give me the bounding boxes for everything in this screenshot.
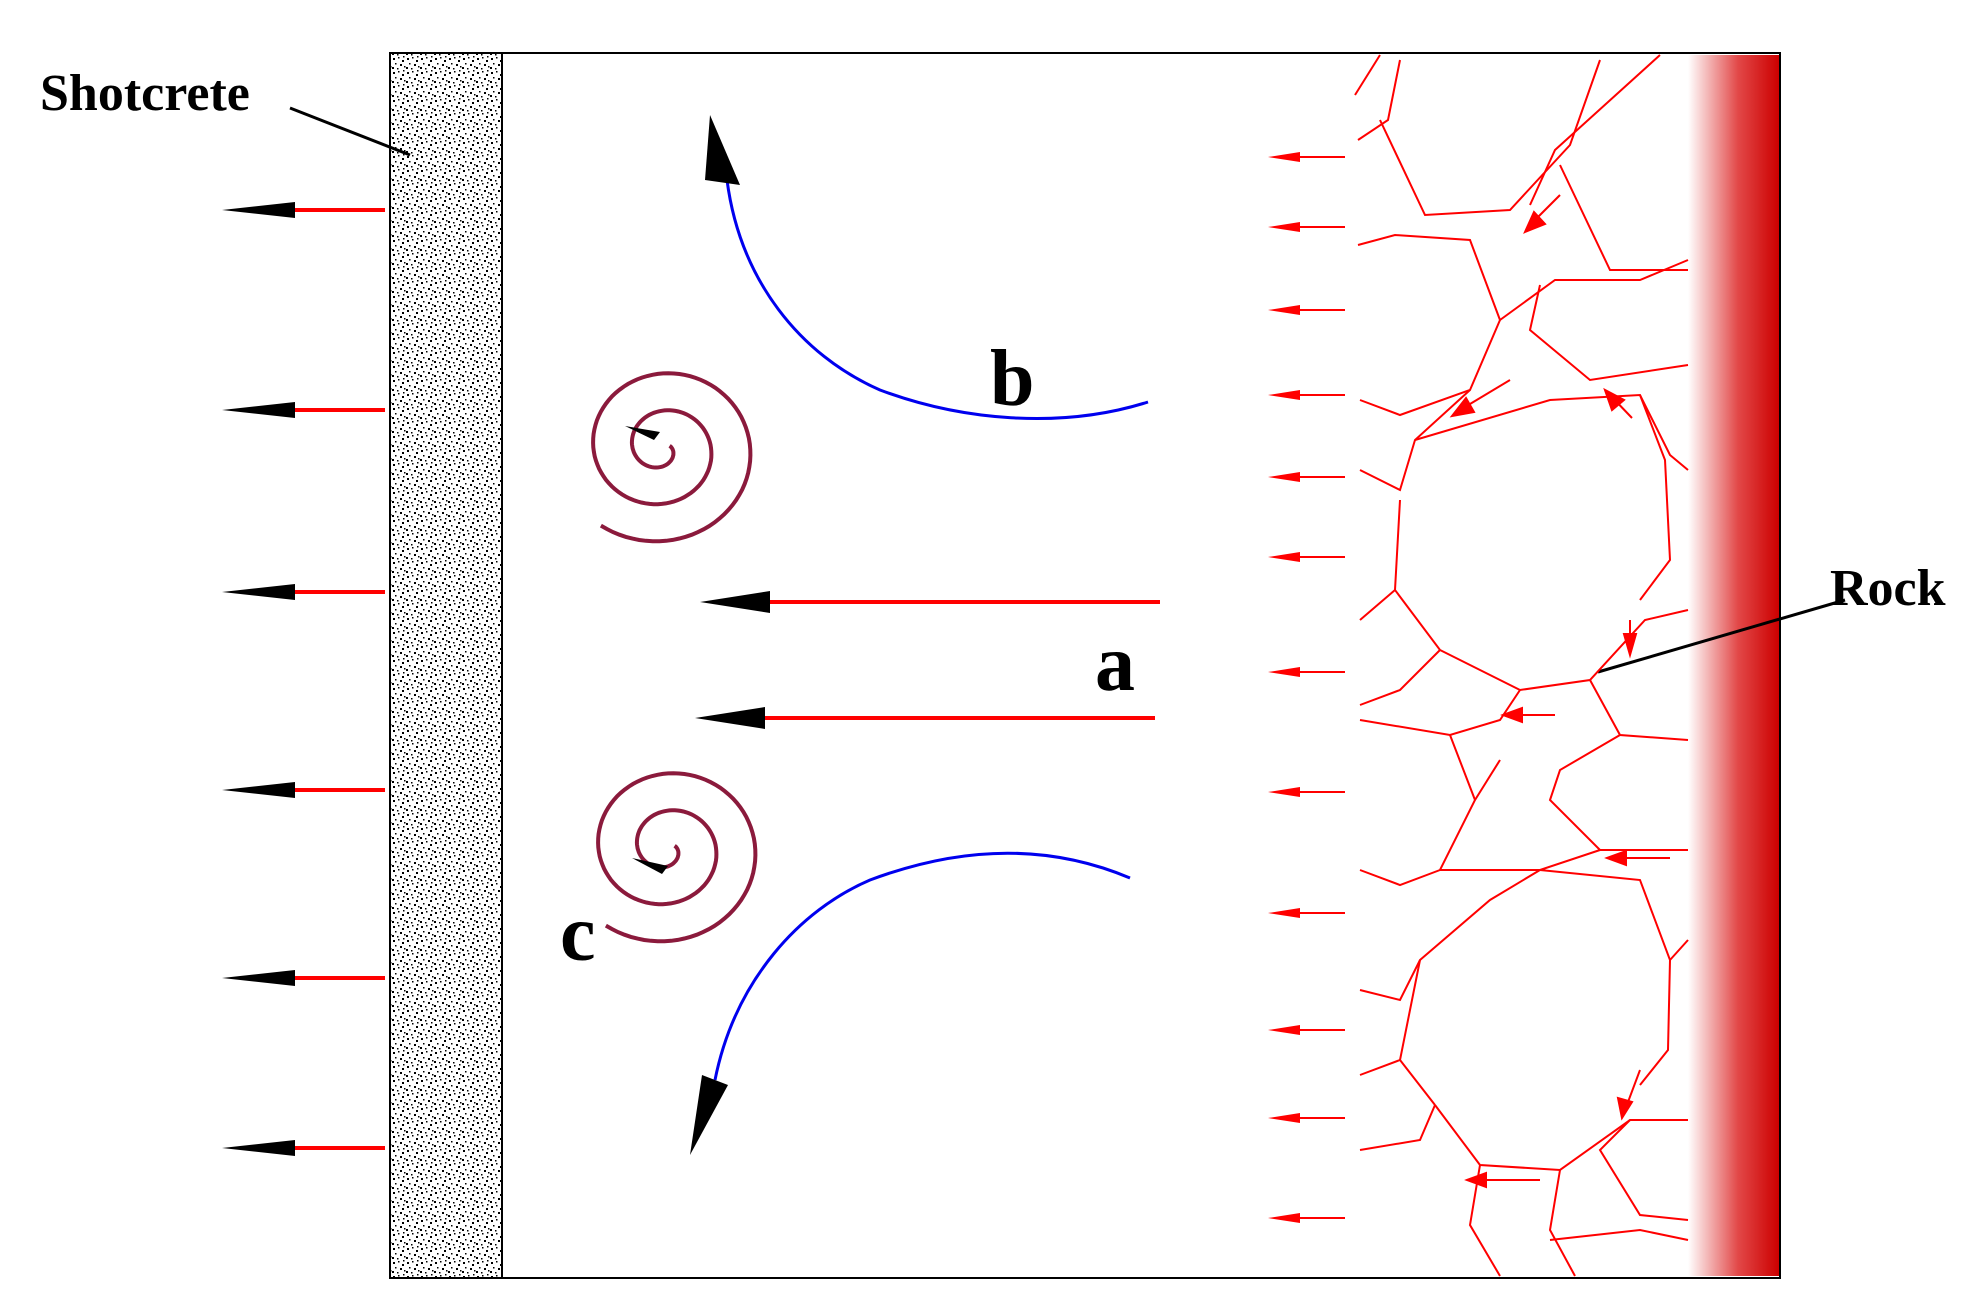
rock-leader-line xyxy=(1597,598,1846,674)
flow-b-lower xyxy=(690,851,1131,1155)
shotcrete-layer xyxy=(389,52,503,1279)
rock-arrow-9 xyxy=(1268,908,1345,918)
shotcrete-label: Shotcrete xyxy=(40,65,250,122)
flow-b-upper xyxy=(705,115,1149,421)
rock-arrow-10 xyxy=(1268,1025,1345,1035)
rock-arrow-8 xyxy=(1268,787,1345,797)
label-a: a xyxy=(1095,620,1135,708)
outer-arrow-3 xyxy=(222,584,385,600)
outer-arrow-5 xyxy=(222,970,385,986)
rock-cracks xyxy=(1354,54,1689,1277)
rock-arrow-7 xyxy=(1268,667,1345,677)
outer-arrow-6 xyxy=(222,1140,385,1156)
outer-arrow-4 xyxy=(222,782,385,798)
rock-arrows-group xyxy=(1268,152,1345,1223)
outer-arrow-2 xyxy=(222,402,385,418)
rock-arrow-2 xyxy=(1268,222,1345,232)
label-c: c xyxy=(560,890,596,978)
rock-arrow-6 xyxy=(1268,552,1345,562)
crack-flow-arrows xyxy=(1449,194,1670,1189)
rock-arrow-11 xyxy=(1268,1113,1345,1123)
rock-band xyxy=(1688,55,1779,1276)
rock-arrow-3 xyxy=(1268,305,1345,315)
rock-arrow-12 xyxy=(1268,1213,1345,1223)
outer-arrows-group xyxy=(222,202,385,1156)
shotcrete-leader-line xyxy=(289,106,411,157)
outer-arrow-1 xyxy=(222,202,385,218)
swirl-lower xyxy=(596,771,758,944)
rock-arrow-5 xyxy=(1268,472,1345,482)
flow-a xyxy=(695,591,1160,729)
rock-arrow-4 xyxy=(1268,390,1345,400)
swirl-upper xyxy=(591,371,753,544)
label-b: b xyxy=(990,335,1035,423)
rock-arrow-1 xyxy=(1268,152,1345,162)
rock-label: Rock xyxy=(1830,560,1946,617)
diagram-frame xyxy=(389,52,1781,1279)
